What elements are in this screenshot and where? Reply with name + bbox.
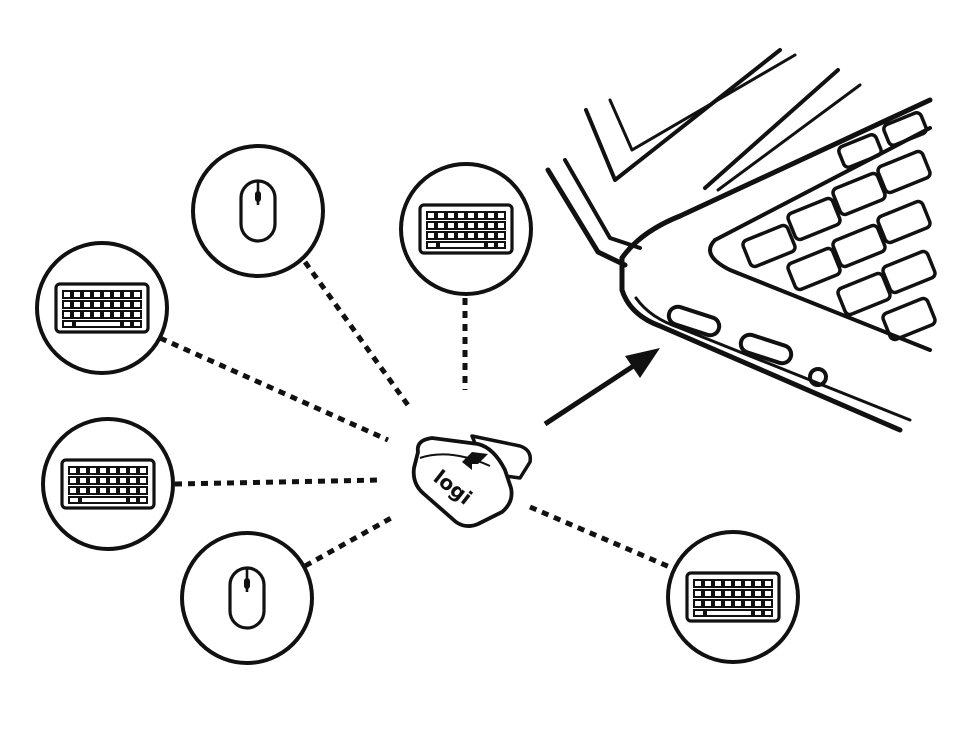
device-mouse-top: [191, 144, 325, 278]
dotted-line-keyboard-left-top: [158, 335, 390, 443]
usb-c-port: [738, 332, 794, 366]
connection-lines: [158, 260, 673, 571]
logi-receiver: logi: [411, 434, 533, 528]
mouse-icon: [228, 566, 266, 630]
arrow-to-laptop: [543, 348, 660, 427]
dotted-line-mouse-top: [302, 260, 413, 410]
device-keyboard-top: [399, 162, 533, 296]
device-keyboard-left-middle: [41, 417, 175, 551]
dotted-line-mouse-bottom: [303, 514, 395, 569]
keyboard-icon: [54, 282, 150, 334]
laptop: [545, 48, 937, 433]
keyboard-icon: [60, 458, 156, 510]
sync-arrows-icon: [462, 452, 488, 470]
device-keyboard-left-top: [35, 241, 169, 375]
dotted-line-keyboard-right: [529, 504, 673, 571]
usb-c-port: [666, 304, 722, 338]
audio-jack: [808, 367, 828, 387]
dotted-line-keyboard-left-middle: [174, 477, 381, 487]
device-keyboard-right: [666, 530, 800, 664]
mouse-icon: [239, 179, 277, 243]
device-mouse-bottom: [180, 531, 314, 665]
keyboard-icon: [685, 571, 781, 623]
keyboard-icon: [418, 203, 514, 255]
